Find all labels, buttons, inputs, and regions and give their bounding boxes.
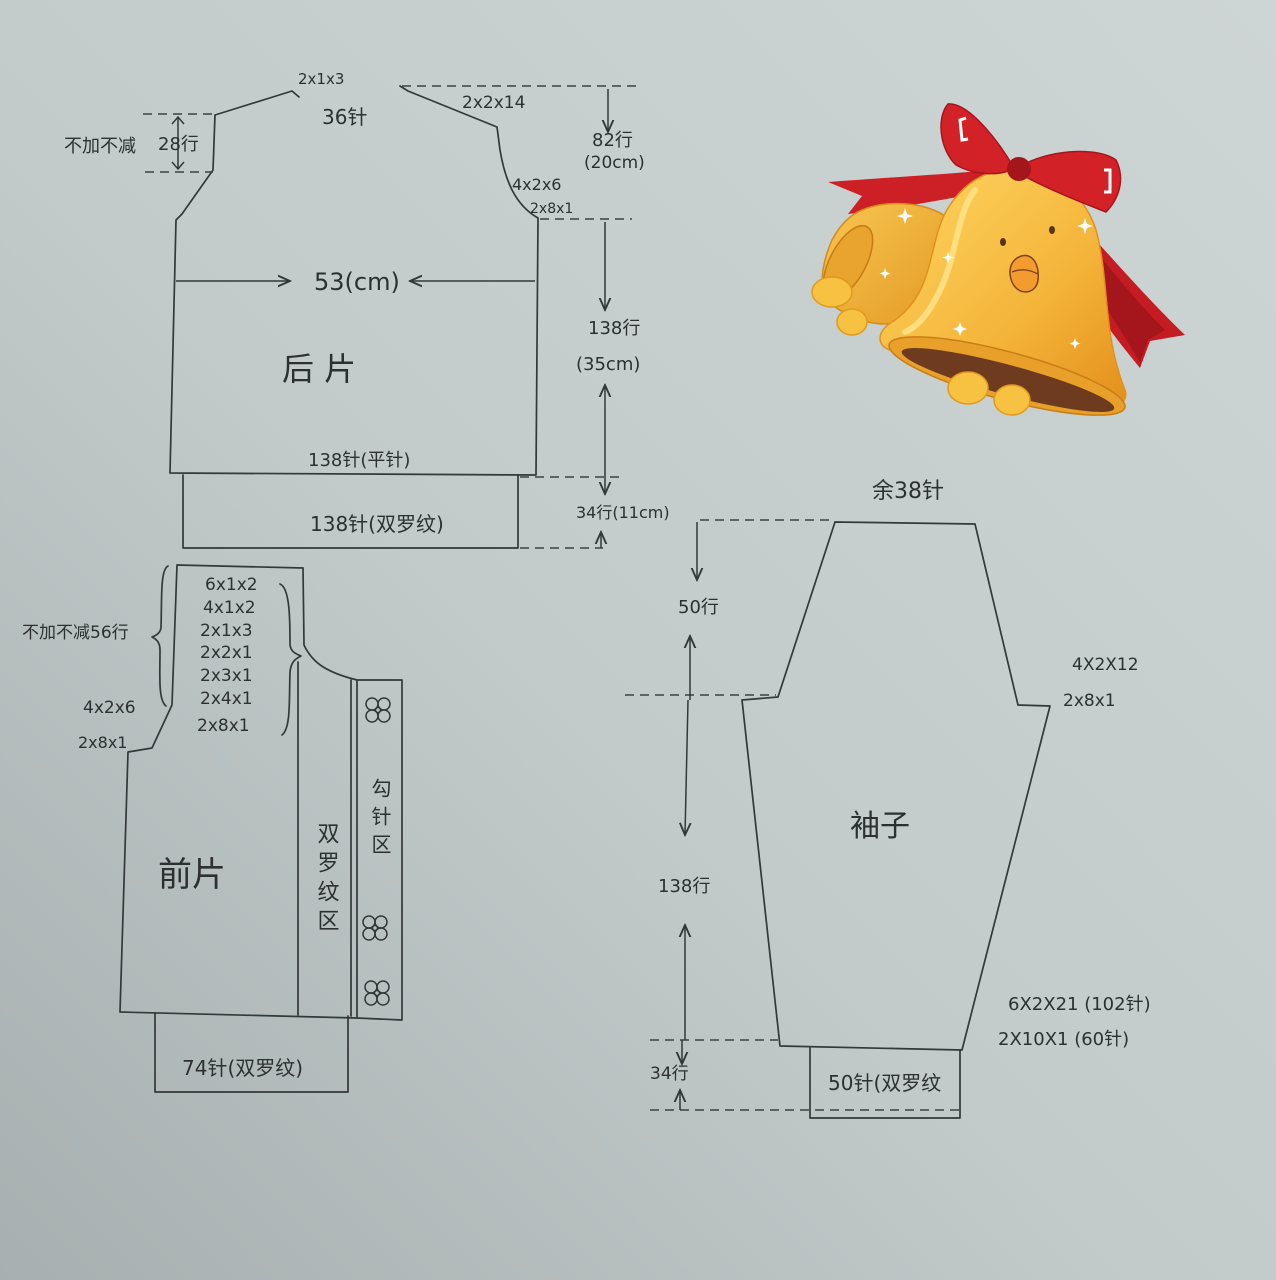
- chick-foot-right: [993, 384, 1031, 416]
- sleeve-title: 袖子: [850, 809, 910, 844]
- front-left-brace: [151, 565, 169, 707]
- back-body-rows: 138行: [588, 318, 640, 339]
- back-armhole-shaping-2: 2x8x1: [530, 201, 573, 217]
- flower-icon: [362, 915, 388, 941]
- back-armhole-shaping-1: 4x2x6: [512, 175, 561, 194]
- back-armhole-rows: 82行: [592, 130, 633, 151]
- front-neck-shaping-7: 2x8x1: [197, 716, 250, 736]
- bow-knot: [1007, 157, 1031, 181]
- sleeve-cap-shaping-2: 2x8x1: [1063, 691, 1116, 711]
- sleeve-cap-rows: 50行: [678, 597, 719, 618]
- flower-icon: [364, 980, 390, 1006]
- back-piece: 2x1x3 36针 2x2x14 不加不减 28行 82行 (20cm) 4x2…: [64, 70, 670, 549]
- back-rib-rows: 34行(11cm): [576, 503, 670, 522]
- front-armhole-shaping-2: 2x8x1: [78, 733, 127, 752]
- big-bell-mouth: [901, 348, 1115, 412]
- back-piece-outline-left: [169, 85, 539, 476]
- bow-icon: [828, 170, 995, 214]
- back-armhole-cm: (20cm): [584, 153, 645, 173]
- back-body-cm: (35cm): [576, 354, 640, 375]
- chick-eye-right: [1049, 226, 1055, 234]
- front-ribbing-outline: [154, 1012, 349, 1093]
- bell-icon: [811, 103, 1185, 416]
- front-neck-shaping-3: 2x1x3: [200, 621, 253, 641]
- sleeve-top-stitches: 余38针: [872, 479, 944, 504]
- chick-hand-left-2: [836, 308, 868, 336]
- bow-highlight-right: [1104, 168, 1112, 194]
- sleeve-cap-shaping-1: 4X2X12: [1072, 655, 1139, 675]
- bow-loop-right: [1023, 150, 1122, 213]
- front-piece-outline: [119, 564, 358, 1019]
- front-crochet-band-label: 勾针区: [368, 778, 392, 862]
- chick-foot-left: [947, 371, 989, 405]
- front-crochet-band-outline: [356, 679, 403, 1021]
- back-body-stitches: 138针(平针): [308, 450, 410, 471]
- sleeve-ribbing-outline: [809, 1047, 961, 1119]
- big-bell-highlight: [902, 187, 978, 335]
- sleeve-body-rows: 138行: [658, 876, 710, 897]
- front-neck-shaping-2: 4x1x2: [203, 598, 256, 618]
- sleeve-increase-2: 2X10X1 (60针): [998, 1029, 1129, 1050]
- back-ribbing-outline: [182, 474, 519, 549]
- back-shoulder-rows: 28行: [158, 134, 199, 155]
- sleeve: 余38针 50行 4X2X12 2x8x1 袖子 138行 6X2X21 (10…: [625, 479, 1151, 1119]
- flower-icon: [365, 697, 391, 723]
- front-piece: 6x1x2 4x1x2 2x1x3 2x2x1 2x3x1 2x4x1 2x8x…: [22, 564, 403, 1093]
- front-side-note: 不加不减56行: [22, 623, 129, 643]
- front-neck-shaping-5: 2x3x1: [200, 666, 253, 686]
- sleeve-rib-stitches: 50针(双罗纹: [828, 1071, 941, 1095]
- front-rib-band-label: 双罗纹区: [314, 822, 340, 938]
- front-neck-shaping-4: 2x2x1: [200, 643, 253, 663]
- back-neck-right-shaping: 2x2x14: [462, 93, 525, 113]
- chick-hand-left: [811, 276, 853, 308]
- sleeve-increase-1: 6X2X21 (102针): [1008, 994, 1151, 1015]
- front-neck-edge: [302, 567, 358, 681]
- back-neck-stitches: 36针: [322, 105, 367, 129]
- back-shoulder-note: 不加不减: [64, 136, 136, 157]
- front-title: 前片: [158, 855, 226, 895]
- back-neck-left-shaping: 2x1x3: [298, 70, 344, 88]
- chick-eye-left: [1000, 238, 1006, 246]
- bow-highlight-left: [958, 116, 969, 142]
- sparkle-icons: [879, 208, 1093, 349]
- chick-beak-line: [1011, 269, 1039, 275]
- back-rib-stitches: 138针(双罗纹): [310, 512, 444, 536]
- front-armhole-shaping-1: 4x2x6: [83, 698, 136, 718]
- back-width: 53(cm): [314, 268, 400, 296]
- front-rib-stitches: 74针(双罗纹): [182, 1056, 303, 1080]
- shoulder-dimension-ticks: [171, 115, 185, 171]
- front-neck-shaping-1: 6x1x2: [205, 575, 258, 595]
- sleeve-outline: [741, 521, 1051, 1051]
- back-title: 后 片: [282, 350, 356, 388]
- chick-beak: [1009, 254, 1039, 293]
- front-neck-shaping-6: 2x4x1: [200, 689, 253, 709]
- sleeve-body-arrow-top: [685, 699, 688, 835]
- sleeve-rib-rows: 34行: [650, 1064, 689, 1084]
- front-right-brace: [279, 583, 302, 736]
